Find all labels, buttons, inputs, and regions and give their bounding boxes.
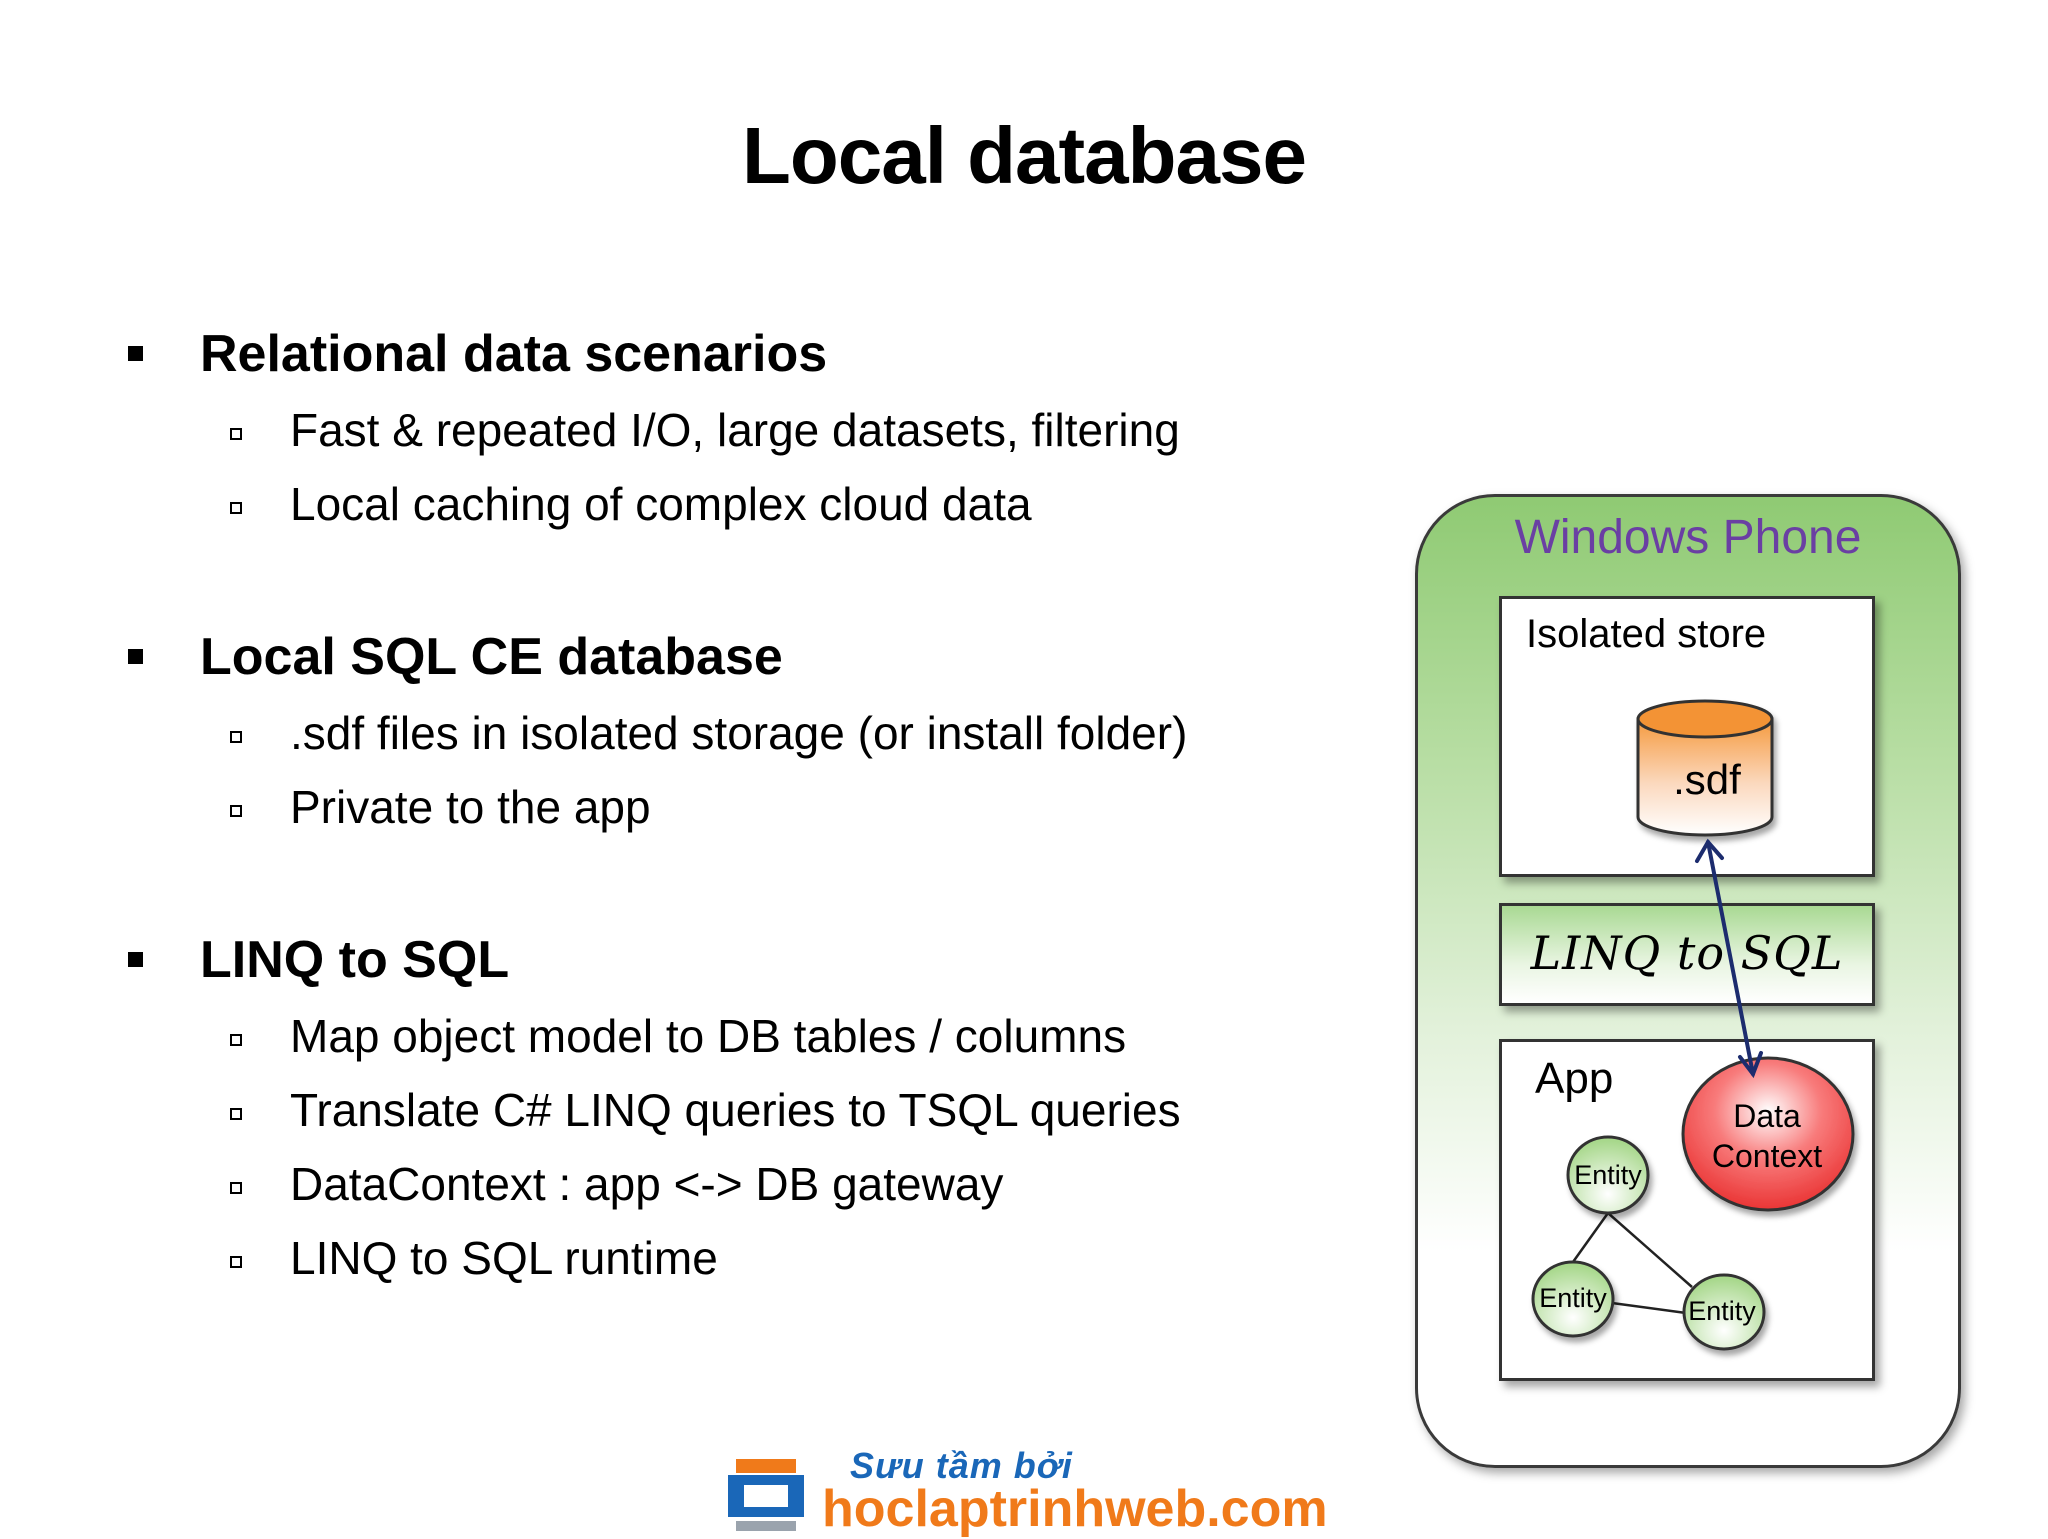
sub-bullet-text: Private to the app <box>290 781 651 833</box>
bullet-heading: Relational data scenarios <box>200 325 828 383</box>
watermark-line2: hoclaptrinhweb.com <box>822 1480 1328 1538</box>
isolated-store-label: Isolated store <box>1526 612 1767 656</box>
watermark: Sưu tầm bởi hoclaptrinhweb.com <box>726 1445 1336 1538</box>
hollow-square-icon <box>230 731 242 743</box>
sub-bullet-text: .sdf files in isolated storage (or insta… <box>290 707 1188 759</box>
linq-to-sql-box <box>1499 903 1875 1006</box>
watermark-line1: Sưu tầm bởi <box>850 1445 1073 1486</box>
windows-phone-label: Windows Phone <box>1514 511 1862 564</box>
hollow-square-icon <box>230 1034 242 1046</box>
hollow-square-icon <box>230 1182 242 1194</box>
hollow-square-icon <box>230 805 242 817</box>
sub-bullet-text: Fast & repeated I/O, large datasets, fil… <box>290 404 1180 456</box>
bullet-heading: Local SQL CE database <box>200 628 783 686</box>
bullet-square-icon <box>128 952 143 967</box>
app-label: App <box>1535 1054 1614 1103</box>
watermark-logo-icon <box>728 1459 804 1531</box>
hollow-square-icon <box>230 428 242 440</box>
bullet-list: Relational data scenarios Fast & repeate… <box>128 325 1188 1284</box>
hollow-square-icon <box>230 1256 242 1268</box>
bullet-square-icon <box>128 649 143 664</box>
bullet-square-icon <box>128 346 143 361</box>
sub-bullet-text: DataContext : app <-> DB gateway <box>290 1158 1004 1210</box>
hollow-square-icon <box>230 1108 242 1120</box>
bullet-heading: LINQ to SQL <box>200 931 510 989</box>
sub-bullet-text: Map object model to DB tables / columns <box>290 1010 1127 1062</box>
sub-bullet-text: Translate C# LINQ queries to TSQL querie… <box>290 1084 1181 1136</box>
sub-bullet-text: Local caching of complex cloud data <box>290 478 1032 530</box>
sub-bullet-text: LINQ to SQL runtime <box>290 1232 718 1284</box>
hollow-square-icon <box>230 502 242 514</box>
linq-to-sql-label: LINQ to SQL <box>1530 926 1844 980</box>
slide-title: Local database <box>741 111 1307 200</box>
